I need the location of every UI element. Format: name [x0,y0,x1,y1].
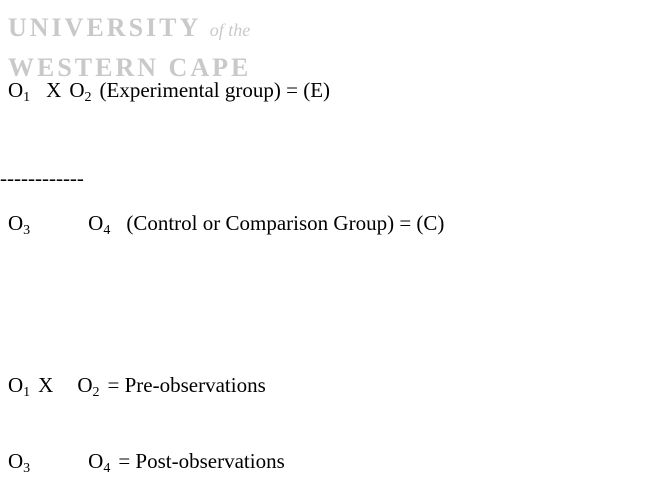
post-observations-label: = Post-observations [118,449,285,473]
pre-observations-label: = Pre-observations [107,373,266,397]
watermark-university: UNIVERSITY [8,13,201,42]
control-group-label: (Control or Comparison Group) = (C) [126,211,445,235]
watermark-of-the: of the [209,20,251,40]
experimental-group-label: (Experimental group) = (E) [99,78,331,102]
group-divider: ------------ [0,166,84,190]
watermark-line-1: UNIVERSITY of the [8,15,250,41]
watermark-line-2: WESTERN CAPE [8,53,252,82]
